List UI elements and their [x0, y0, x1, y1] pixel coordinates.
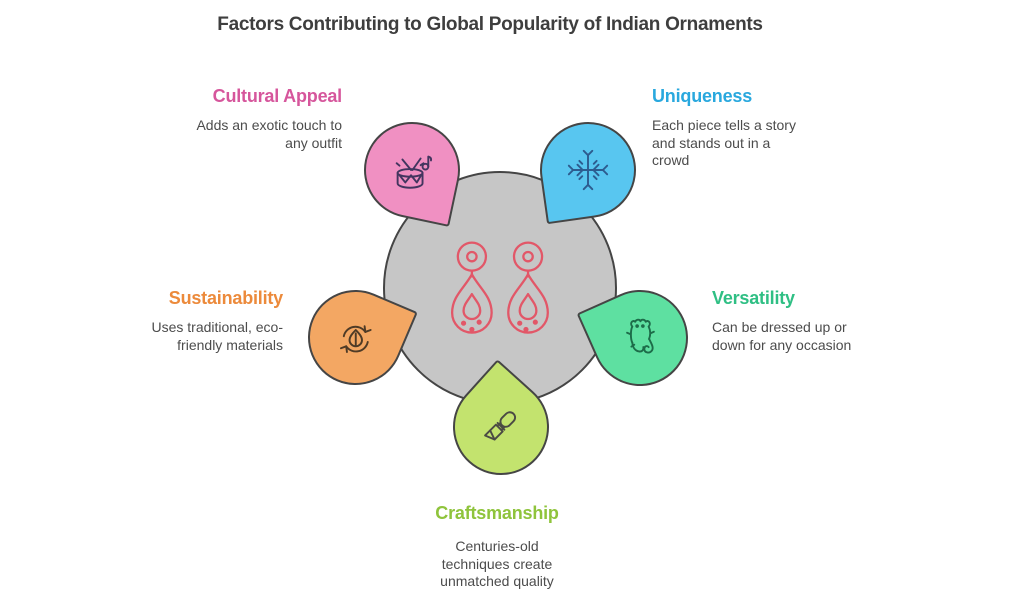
factor-sustainability: Sustainability Uses traditional, eco- fr… — [103, 288, 283, 354]
chisel-icon — [484, 411, 517, 441]
earrings-icon — [450, 241, 549, 334]
factor-uniqueness-description: Each piece tells a story and stands out … — [652, 117, 796, 168]
snowflake-icon — [567, 149, 609, 191]
factor-versatility: Versatility Can be dressed up or down fo… — [712, 288, 892, 354]
petal-sustainability — [293, 275, 418, 400]
factor-versatility-description: Can be dressed up or down for any occasi… — [712, 319, 852, 353]
factor-uniqueness: Uniqueness Each piece tells a story and … — [652, 86, 837, 170]
factor-uniqueness-label: Uniqueness — [652, 86, 753, 106]
earring-left — [450, 241, 493, 334]
recycle-leaf-icon — [339, 324, 372, 353]
petal-versatility — [576, 274, 704, 402]
ganesha-icon — [626, 318, 655, 354]
factor-craftsmanship-label: Craftsmanship — [435, 503, 559, 523]
petal-uniqueness — [533, 115, 643, 225]
drum-icon — [395, 155, 433, 189]
factor-cultural-appeal-label: Cultural Appeal — [212, 86, 343, 106]
factor-sustainability-description: Uses traditional, eco- friendly material… — [151, 319, 283, 353]
factor-cultural-appeal-description: Adds an exotic touch to any outfit — [196, 117, 342, 151]
petal-cultural-appeal — [355, 113, 469, 227]
earring-right — [507, 241, 549, 334]
petal-craftsmanship — [433, 359, 569, 495]
factor-craftsmanship-description: Centuries-old techniques create unmatche… — [440, 538, 554, 589]
factor-sustainability-label: Sustainability — [168, 288, 283, 308]
factor-versatility-label: Versatility — [712, 288, 795, 308]
page-title: Factors Contributing to Global Popularit… — [217, 14, 763, 35]
factor-cultural-appeal: Cultural Appeal Adds an exotic touch to … — [142, 86, 342, 152]
factor-craftsmanship: Craftsmanship Centuries-old techniques c… — [387, 503, 607, 591]
